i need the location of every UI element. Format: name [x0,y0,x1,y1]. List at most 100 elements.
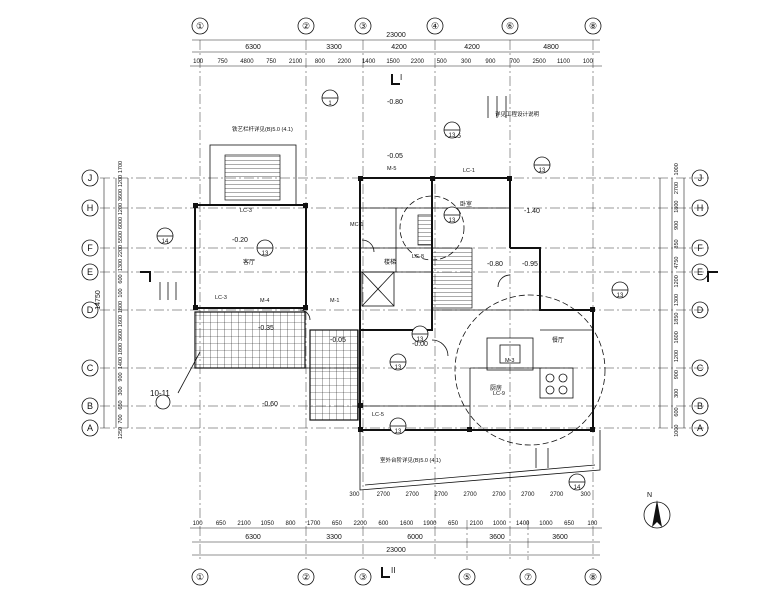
top-detail-dim: 750 [266,59,277,65]
right-inner-dim: 600 [674,407,680,416]
window-tag: M-4 [260,298,269,304]
bottom-detail-dim: 1600 [400,521,414,527]
left-axis-bubble: D [81,301,99,319]
right-dimensions: 1000270018009008504750120013001850160012… [659,163,685,437]
walls [193,144,601,491]
left-inner-dim: 2200 [118,245,124,257]
right-inner-dim: 1000 [674,425,680,437]
top-dim-3: 4200 [391,44,407,51]
top-axis-bubble: ① [191,17,209,35]
top-detail-dim: 2200 [411,59,425,65]
right-inner-dim: 1200 [674,275,680,287]
bottom-detail-dim: 650 [216,521,227,527]
top-detail-dim: 1500 [386,59,400,65]
bottom-axis-bubble: ⑤ [458,568,476,586]
top-detail-dim: 2200 [338,59,352,65]
inner-bottom-dim: 2700 [434,492,448,498]
top-axis-bubble: ③ [354,17,372,35]
bottom-axis-bubble-circle [519,568,537,586]
top-axis-bubble-label: ③ [359,21,367,31]
left-inner-dim: 900 [118,372,124,381]
bottom-detail-dim: 1000 [539,521,553,527]
bottom-detail-dim: 2100 [237,521,251,527]
detail-ref-label: 14 [574,485,581,491]
top-axis-bubble-label: ④ [431,21,439,31]
left-axis-bubble-circle [81,199,99,217]
bottom-axis-bubble-circle [297,568,315,586]
left-inner-dim: 1600 [118,315,124,327]
bottom-axis-bubble-label: ⑤ [463,572,471,582]
window-tag: M-5 [387,166,396,172]
right-inner-dim: 1850 [674,313,680,325]
inner-bottom-dim: 2700 [492,492,506,498]
bottom-axis-bubble-circle [354,568,372,586]
bottom-detail-dim: 650 [332,521,343,527]
right-inner-dim: 850 [674,239,680,248]
window-tag: M-1 [330,298,339,304]
detail-ref-label: 13 [395,429,402,435]
top-detail-dim: 2100 [289,59,303,65]
elev-upper-right: -1.40 [524,208,540,215]
left-axis-bubble: H [81,199,99,217]
detail-ref-label: 13 [617,293,624,299]
inner-bottom-dim: 300 [581,492,592,498]
elev-center: -0.00 [412,341,428,348]
elev-kitchen: -0.95 [522,261,538,268]
left-inner-dim: 5500 [118,231,124,243]
window-tag: LC-9 [493,391,505,397]
bottom-detail-dim: 650 [564,521,575,527]
right-inner-dims: 1000270018009008504750120013001850160012… [674,163,680,437]
elev-south: -0.60 [262,401,278,408]
bottom-axis-bubble-circle [191,568,209,586]
door-swings [299,195,606,446]
bottom-axis-bubble-circle [584,568,602,586]
room-bedroom: 卧室 [460,200,472,208]
detail-ref-label: 1 [328,101,332,107]
bottom-total-dim: 23000 [386,547,406,554]
bottom-detail-dim: 600 [378,521,389,527]
top-detail-dim: 2500 [532,59,546,65]
window-tag: LC-3 [240,208,252,214]
elev-top: -0.80 [387,99,403,106]
bottom-detail-dim: 1400 [516,521,530,527]
bottom-axis-bubble: ① [191,568,209,586]
section-marks: I II [140,73,718,578]
top-axis-bubble-label: ⑧ [589,21,597,31]
right-inner-dim: 1800 [674,201,680,213]
top-axis-bubble-circle [584,17,602,35]
detail-ref-label: 13 [539,168,546,174]
left-axis-bubble-circle [81,169,99,187]
elev-right: -0.80 [487,261,503,268]
top-detail-dim: 300 [461,59,472,65]
left-inner-dim: 1250 [118,427,124,439]
north-label: N [647,492,652,499]
left-axis-bubble-label: J [88,173,93,183]
top-total-dim: 23000 [386,32,406,39]
left-axis-bubble-circle [81,301,99,319]
top-axis-bubble-circle [297,17,315,35]
room-kitchen: 厨房 [490,384,502,392]
top-axis-bubble-label: ⑥ [506,21,514,31]
room-dining: 餐厅 [552,336,564,344]
section-mark-bottom: II [391,566,395,575]
left-axis-bubble-label: H [87,203,94,213]
bottom-axis-bubble-label: ③ [359,572,367,582]
left-inner-dim: 600 [118,274,124,283]
top-detail-dim: 500 [437,59,448,65]
bottom-axis-bubble-label: ② [302,572,310,582]
left-inner-dim: 1800 [118,301,124,313]
left-axis-bubble: B [81,397,99,415]
top-axis-bubble-circle [426,17,444,35]
detail-ref-label: 13 [417,337,424,343]
elevation-labels: -0.80 -0.05 -0.20 -0.35 -0.05 -0.00 -0.6… [232,99,564,464]
bottom-axis-bubble-label: ⑧ [589,572,597,582]
left-axis-bubble-circle [81,419,99,437]
elev-hall: -0.05 [387,153,403,160]
detail-ref-label: 13 [262,251,269,257]
bottom-dim-2: 3300 [326,534,342,541]
